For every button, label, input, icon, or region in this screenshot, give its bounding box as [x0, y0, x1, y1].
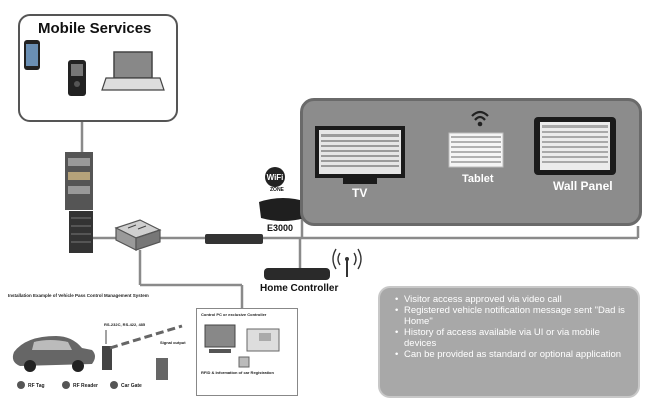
wifi-text: WiFi	[267, 173, 284, 182]
control-pc-icon	[204, 324, 280, 368]
network-hub-icon	[205, 234, 263, 244]
installation-legend: RF Tag RF Reader Car Gate	[17, 381, 142, 389]
server-icon	[65, 152, 93, 210]
tablet-wifi-icon	[471, 110, 489, 127]
network-switch-icon	[114, 219, 162, 251]
feature-item: Can be provided as standard or optional …	[395, 349, 628, 360]
wall-panel-icon	[534, 117, 616, 175]
signal-caption: Signal output	[160, 340, 186, 345]
mobile-services-title: Mobile Services	[38, 20, 152, 37]
router-icon	[259, 198, 307, 221]
controller-caption: Control PC or exclusive Controller	[201, 312, 267, 317]
home-controller-label: Home Controller	[260, 283, 339, 294]
storage-rack-icon	[69, 211, 93, 253]
vehicle-gate-illustration	[12, 324, 183, 380]
installation-caption: Installation Example of Vehicle Pass Con…	[8, 293, 149, 298]
router-label: E3000	[267, 223, 294, 233]
rs-caption: RS-232C, RS-422, 485	[104, 322, 146, 327]
legend-rf-reader: RF Reader	[73, 383, 98, 389]
feature-item: Visitor access approved via video call	[395, 294, 628, 305]
wifi-zone-label: ZONE	[270, 187, 284, 193]
features-box: Visitor access approved via video callRe…	[378, 286, 640, 398]
controller-box: Control PC or exclusive Controller RFID …	[196, 308, 298, 396]
wall-panel-label: Wall Panel	[553, 179, 613, 193]
tablet-label: Tablet	[462, 173, 494, 185]
wifi-zone-icon: WiFi	[265, 167, 285, 187]
legend-car-gate: Car Gate	[121, 383, 142, 389]
tablet-icon	[448, 132, 504, 168]
tv-icon	[315, 126, 405, 184]
feature-item: History of access available via UI or vi…	[395, 327, 628, 349]
rfid-caption: RFID & Information of car Registration	[201, 370, 274, 375]
mobile-devices-icon	[24, 40, 165, 96]
home-controller-icon	[264, 268, 330, 280]
legend-rf-tag: RF Tag	[28, 383, 45, 389]
wireless-signal-icon	[332, 248, 362, 277]
tv-label: TV	[352, 186, 368, 200]
feature-item: Registered vehicle notification message …	[395, 305, 628, 327]
features-list: Visitor access approved via video callRe…	[394, 294, 628, 360]
